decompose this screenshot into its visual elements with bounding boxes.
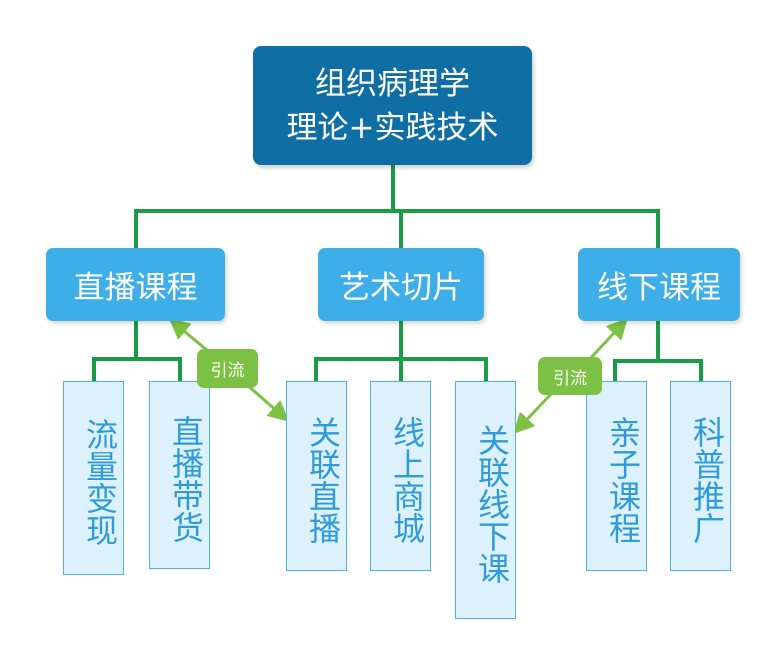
leaf-live-sales: 直播带货 [149,381,210,569]
leaf-parent-child-course: 亲子课程 [586,381,647,571]
leaf-traffic-monetize: 流量变现 [63,381,124,575]
leaf-linked-live: 关联直播 [286,381,347,571]
leaf-label: 关联直播 [304,416,342,544]
category-offline-course: 线下课程 [578,248,740,321]
category-art-slice: 艺术切片 [318,248,484,321]
leaf-label: 流量变现 [81,418,119,546]
category-live-course: 直播课程 [46,248,225,321]
root-node: 组织病理学 理论+实践技术 [253,46,532,165]
arrow-1-down [245,382,290,422]
leaf-linked-offline-course: 关联线下课 [455,381,516,619]
branch-cat-a [92,319,182,383]
root-title-line1: 组织病理学 [315,65,470,102]
leaf-label: 关联线下课 [473,424,511,584]
leaf-label: 科普推广 [688,416,726,544]
traffic-tag-2: 引流 [538,357,602,395]
leaf-label: 直播带货 [167,415,205,543]
leaf-label: 亲子课程 [604,416,642,544]
root-title-line2: 理论+实践技术 [286,109,499,146]
leaf-science-promotion: 科普推广 [670,381,731,571]
leaf-label: 线上商城 [388,416,426,544]
leaf-online-store: 线上商城 [370,381,431,571]
branch-cat-b [314,319,488,383]
branch-cat-c [613,319,703,383]
arrow-2-down [513,390,555,435]
arrow-2-up [587,317,628,362]
traffic-tag-1: 引流 [197,349,258,388]
